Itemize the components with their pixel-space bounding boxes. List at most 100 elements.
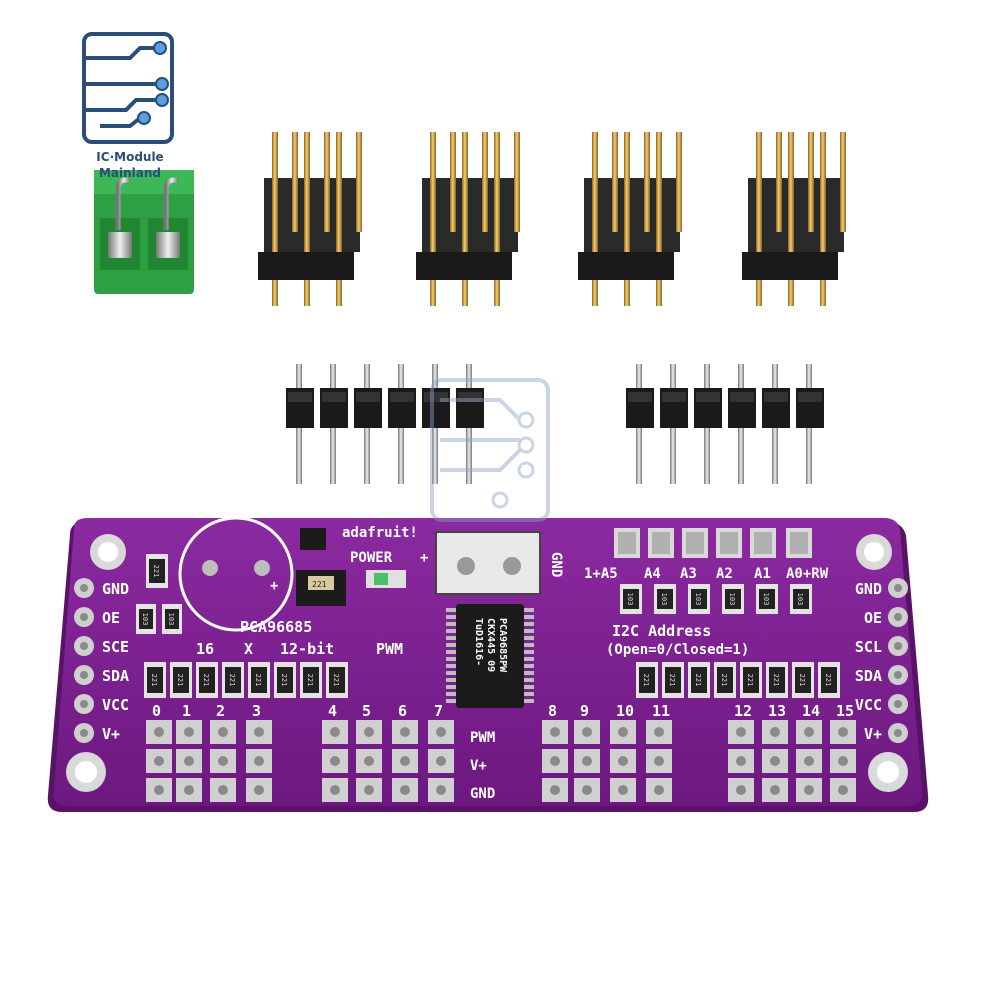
- smd-marking: 221: [228, 674, 236, 687]
- channel-label: 7: [434, 702, 443, 720]
- chip-marking-line2: CKX445 09: [485, 618, 496, 672]
- resistor-marking: 221: [312, 580, 327, 589]
- smd-resistor: 221: [792, 662, 814, 698]
- mount-hole: [868, 752, 908, 792]
- address-label: A3: [680, 566, 697, 582]
- right-pin-label: VCC: [855, 696, 882, 714]
- output-row-label: PWM: [470, 730, 495, 746]
- smd-marking: 221: [694, 674, 702, 687]
- smd-resistor: 103: [722, 584, 744, 614]
- chip-pin: [446, 643, 456, 647]
- chip-pin: [446, 629, 456, 633]
- smd-resistors: 221 103 103 221 221 221 221 221 221 221 221 221 221 2…: [136, 554, 840, 698]
- smd-resistor: 221: [326, 662, 348, 698]
- chip-pin: [524, 657, 534, 661]
- chip-pin: [524, 608, 534, 612]
- address-label: A2: [716, 566, 733, 582]
- smd-resistor: 221: [146, 554, 168, 588]
- power-label: POWER: [350, 550, 393, 566]
- chip-pin: [524, 664, 534, 668]
- channel-label: 9: [580, 702, 589, 720]
- mount-hole: [90, 534, 126, 570]
- smd-marking: 221: [202, 674, 210, 687]
- address-label: A0+RW: [786, 566, 829, 582]
- pin-header-1x6: [626, 364, 824, 484]
- spec-channel-count: 16: [196, 640, 214, 658]
- spec-resolution: 12-bit: [280, 640, 334, 658]
- chip-pin: [524, 622, 534, 626]
- channel-label: 10: [616, 702, 634, 720]
- smd-marking: 221: [306, 674, 314, 687]
- channel-label: 6: [398, 702, 407, 720]
- smd-marking: 221: [152, 565, 160, 578]
- smd-resistor: 103: [790, 584, 812, 614]
- pin-header-2x3: [578, 132, 682, 306]
- chip-pin: [524, 643, 534, 647]
- pca9685-chip: PCA9685PW CKX445 09 TuD1616-: [446, 604, 534, 708]
- brand-line1: IC·Module: [96, 150, 164, 164]
- board-power-terminal: [435, 531, 541, 595]
- smd-resistor: 103: [688, 584, 710, 614]
- smd-marking: 103: [694, 593, 702, 606]
- smd-marking: 221: [668, 674, 676, 687]
- pin-header-2x3: [416, 132, 520, 306]
- servo-output-pins: [146, 720, 856, 802]
- chip-pin: [446, 615, 456, 619]
- address-label: A1: [754, 566, 771, 582]
- smd-resistor: 221: [636, 662, 658, 698]
- pin-header-2x3-group: [258, 132, 846, 306]
- chip-pin: [446, 636, 456, 640]
- smd-resistor: 221: [714, 662, 736, 698]
- chip-pin: [446, 664, 456, 668]
- right-pin-label: GND: [855, 580, 882, 598]
- left-pin-label: SCE: [102, 638, 129, 656]
- smd-resistor: 221: [274, 662, 296, 698]
- chip-pin: [446, 671, 456, 675]
- circuit-board-icon: [82, 32, 174, 144]
- chip-pin: [446, 685, 456, 689]
- smd-resistor: 103: [756, 584, 778, 614]
- smd-resistor: 221: [144, 662, 166, 698]
- chip-pin: [524, 636, 534, 640]
- smd-marking: 103: [796, 593, 804, 606]
- address-label: 1+A5: [584, 566, 618, 582]
- right-pin-label: SCL: [855, 638, 882, 656]
- pin-header-1x6: [286, 364, 484, 484]
- smd-marking: 103: [728, 593, 736, 606]
- chip-pin: [524, 629, 534, 633]
- right-pin-label: SDA: [855, 667, 882, 685]
- smd-marking: 221: [746, 674, 754, 687]
- channel-label: 1: [182, 702, 191, 720]
- chip-pin: [446, 608, 456, 612]
- terminal-gnd-label: GND: [548, 552, 564, 577]
- chip-pin: [446, 699, 456, 703]
- chip-marking-line1: PCA9685PW: [497, 618, 508, 673]
- power-plus-label: +: [420, 550, 428, 566]
- smd-marking: 221: [642, 674, 650, 687]
- left-pin-label: OE: [102, 609, 120, 627]
- smd-marking: 221: [254, 674, 262, 687]
- chip-pin: [446, 622, 456, 626]
- brand-logo: IC·Module Mainland: [70, 28, 190, 188]
- channel-label: 14: [802, 702, 820, 720]
- channel-label: 13: [768, 702, 786, 720]
- channel-label: 8: [548, 702, 557, 720]
- pca9685-pcb: + GND PCA9685PW CKX445 09 TuD1616- 221: [47, 516, 929, 812]
- spec-x: X: [244, 640, 253, 658]
- smd-marking: 221: [280, 674, 288, 687]
- smd-resistor: 221: [740, 662, 762, 698]
- pwm-label: PWM: [376, 640, 403, 658]
- left-pin-label: VCC: [102, 696, 129, 714]
- mount-hole: [66, 752, 106, 792]
- chip-pin: [524, 685, 534, 689]
- channel-label: 2: [216, 702, 225, 720]
- plus-marker: +: [270, 578, 278, 594]
- chip-pin: [524, 615, 534, 619]
- channel-label: 0: [152, 702, 161, 720]
- i2c-address-subtitle: (Open=0/Closed=1): [606, 642, 749, 658]
- smd-marking: 221: [332, 674, 340, 687]
- screw-terminal-block: [94, 170, 194, 294]
